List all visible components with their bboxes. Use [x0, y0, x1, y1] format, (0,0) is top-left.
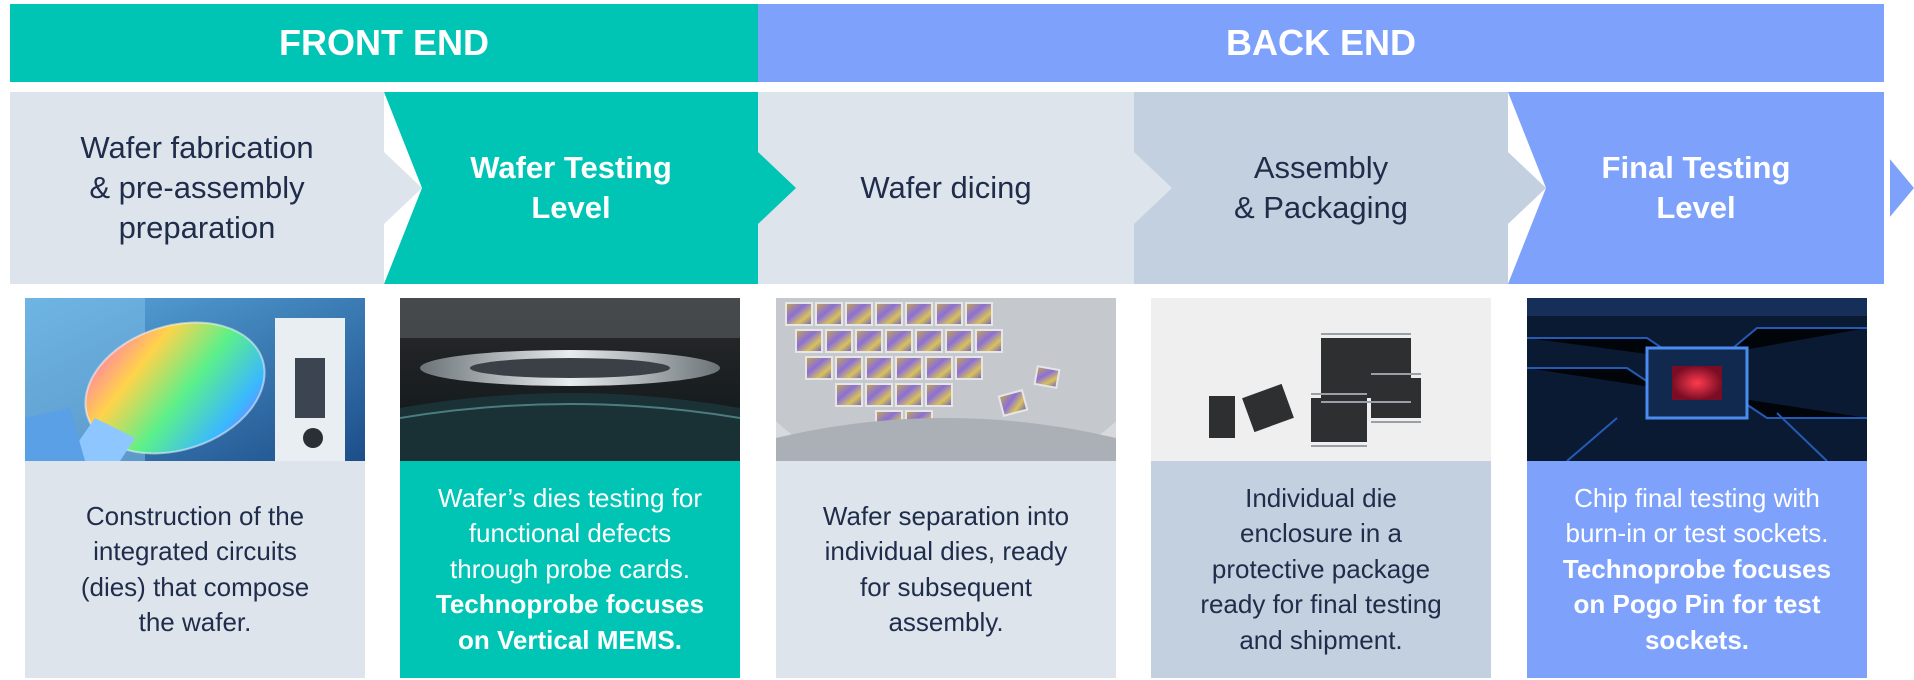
chevron-final-testing	[1508, 92, 1884, 284]
stage-label-wafer-testing: Wafer Testing Level	[470, 150, 672, 225]
card-wafer-fabrication: Construction of the integrated circuits …	[25, 298, 365, 678]
process-flow	[10, 92, 1914, 284]
front-end-header: FRONT END	[10, 4, 758, 82]
chevron-wafer-testing	[384, 92, 758, 284]
description-text: Construction of the integrated circuits …	[80, 500, 310, 638]
description-text: Chip final testing with burn-in or test …	[1565, 482, 1829, 549]
back-end-label: BACK END	[1225, 22, 1416, 63]
circuit-board-photo	[1527, 298, 1867, 461]
card-final-testing: Chip final testing with burn-in or test …	[1527, 298, 1867, 678]
technoprobe-focus-text: Technoprobe focuses on Vertical MEMS.	[435, 589, 705, 655]
chevron-wafer-fabrication	[10, 92, 384, 284]
arrow-notch-5	[1884, 92, 1890, 284]
description-text: Individual die enclosure in a protective…	[1200, 482, 1442, 655]
probe-card-photo	[400, 298, 740, 461]
stage-label-final-testing: Final Testing Level	[1601, 150, 1791, 225]
card-description: Construction of the integrated circuits …	[25, 461, 365, 678]
card-description: Wafer separation into individual dies, r…	[776, 461, 1116, 678]
wafer-dicing-photo	[776, 298, 1116, 461]
card-description: Individual die enclosure in a protective…	[1151, 461, 1491, 678]
wafer-fabrication-photo	[25, 298, 365, 461]
description-text: Wafer’s dies testing for functional defe…	[438, 482, 702, 584]
description-text: Wafer separation into individual dies, r…	[822, 500, 1070, 638]
technoprobe-focus-text: Technoprobe focuses on Pogo Pin for test…	[1562, 553, 1832, 655]
back-end-header: BACK END	[758, 4, 1884, 82]
chevron-assembly-packaging	[1134, 92, 1508, 284]
stage-label-wafer-dicing: Wafer dicing	[860, 170, 1032, 205]
arrow-tip-5	[1884, 152, 1914, 224]
card-description: Wafer’s dies testing for functional defe…	[400, 461, 740, 678]
card-wafer-dicing: Wafer separation into individual dies, r…	[776, 298, 1116, 678]
stage-label-wafer-fabrication: Wafer fabrication & pre-assembly prepara…	[80, 130, 314, 245]
card-assembly-packaging: Individual die enclosure in a protective…	[1151, 298, 1491, 678]
arrow-tip-3	[1134, 152, 1172, 224]
chip-packages-photo	[1151, 298, 1491, 461]
front-end-label: FRONT END	[279, 22, 489, 63]
stage-label-assembly-packaging: Assembly & Packaging	[1233, 150, 1409, 225]
chevron-wafer-dicing	[758, 92, 1134, 284]
arrow-tip-2	[758, 152, 796, 224]
card-wafer-testing: Wafer’s dies testing for functional defe…	[400, 298, 740, 678]
arrow-tip-4	[1508, 152, 1546, 224]
card-description: Chip final testing with burn-in or test …	[1527, 461, 1867, 678]
arrow-tip-1	[384, 152, 422, 224]
